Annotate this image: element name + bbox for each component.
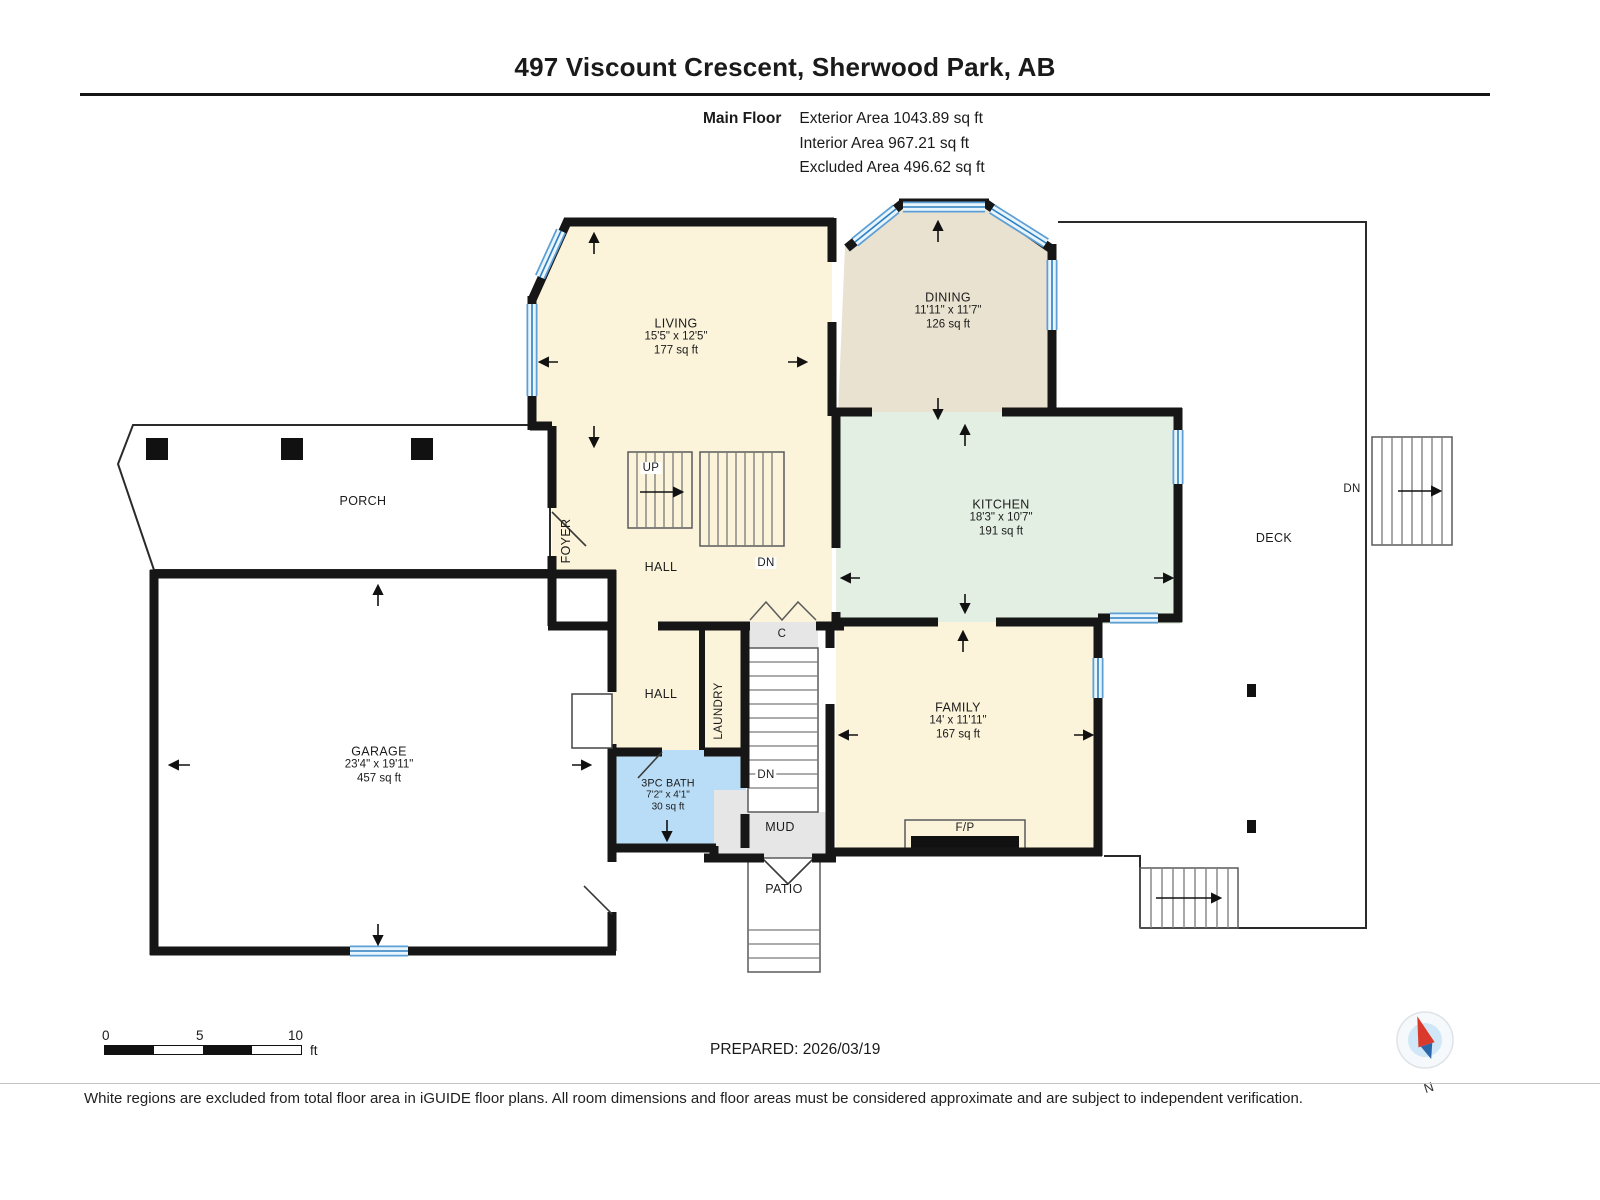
compass-icon [1396, 1011, 1454, 1069]
exterior-area: Exterior Area 1043.89 sq ft [799, 110, 983, 127]
excluded-area: Excluded Area 496.62 sq ft [799, 159, 985, 176]
stairs [627, 451, 819, 813]
stair-label-up: UP [640, 462, 662, 474]
room-label-garage: GARAGE 23'4" x 19'11" 457 sq ft [344, 744, 414, 785]
room-label-living: LIVING 15'5" x 12'5" 177 sq ft [644, 316, 708, 357]
stair-label-dn-basement: DN [755, 557, 777, 569]
room-label-porch: PORCH [339, 494, 387, 508]
scale-tick-5: 5 [196, 1028, 204, 1043]
room-label-family: FAMILY 14' x 11'11" 167 sq ft [929, 700, 987, 741]
disclaimer-text: White regions are excluded from total fl… [84, 1090, 1303, 1107]
room-label-laundry: LAUNDRY [713, 682, 725, 740]
room-label-mud: MUD [765, 820, 795, 834]
patio-area [747, 857, 821, 973]
fireplace-label: F/P [955, 822, 975, 834]
floor-info: Main Floor Exterior Area 1043.89 sq ft I… [703, 107, 985, 181]
room-label-closet: C [777, 628, 787, 640]
room-label-deck: DECK [1255, 531, 1293, 545]
scale-bar: 0 5 10 ft [102, 1028, 344, 1060]
deck-area [1058, 221, 1453, 929]
walls [149, 198, 1183, 956]
stair-label-dn-deck: DN [1343, 483, 1361, 495]
room-label-patio: PATIO [765, 882, 803, 896]
stair-label-dn-middle: DN [755, 769, 777, 781]
title-divider [80, 93, 1490, 96]
scale-tick-10: 10 [288, 1028, 304, 1043]
room-fills [154, 203, 1180, 955]
footer-divider [0, 1083, 1600, 1084]
windows [350, 201, 1184, 957]
doors [551, 511, 817, 915]
room-label-foyer: FOYER [559, 518, 573, 564]
scale-unit: ft [310, 1043, 318, 1058]
room-label-hall-upper: HALL [644, 560, 678, 574]
scale-tick-0: 0 [102, 1028, 110, 1043]
scale-bar-graphic [104, 1045, 302, 1055]
floor-label: Main Floor [703, 110, 782, 127]
dimension-arrows [167, 219, 1175, 947]
room-label-kitchen: KITCHEN 18'3" x 10'7" 191 sq ft [969, 497, 1033, 538]
porch-area [116, 424, 551, 571]
room-label-dining: DINING 11'11" x 11'7" 126 sq ft [914, 290, 982, 331]
room-label-bath: 3PC BATH 7'2" x 4'1" 30 sq ft [641, 777, 695, 813]
page-title: 497 Viscount Crescent, Sherwood Park, AB [514, 52, 1056, 82]
interior-area: Interior Area 967.21 sq ft [799, 134, 970, 152]
prepared-date: PREPARED: 2026/03/19 [710, 1041, 881, 1058]
room-label-hall-lower: HALL [644, 687, 678, 701]
